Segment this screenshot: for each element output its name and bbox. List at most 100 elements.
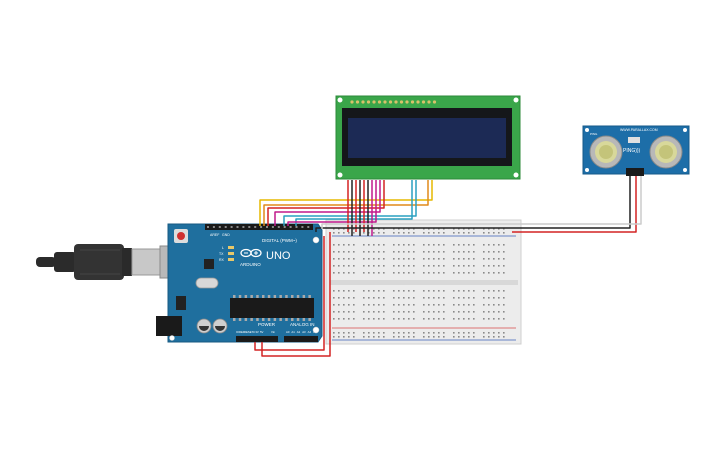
chip-pin (308, 318, 311, 321)
breadboard-hole (473, 232, 475, 234)
breadboard-hole (458, 228, 460, 230)
breadboard-hole (353, 251, 355, 253)
breadboard-hole (383, 290, 385, 292)
wire-cyan-2 (295, 180, 413, 226)
breadboard-hole (353, 228, 355, 230)
lcd-pin (383, 100, 387, 104)
model-label: UNO (266, 250, 291, 262)
breadboard-hole (503, 311, 505, 313)
breadboard-hole (343, 272, 345, 274)
wire-red-d (267, 180, 385, 226)
breadboard-hole (373, 228, 375, 230)
breadboard-hole (428, 228, 430, 230)
breadboard-hole (453, 258, 455, 260)
breadboard-hole (468, 265, 470, 267)
breadboard-hole (383, 272, 385, 274)
rx-label: RX (219, 258, 225, 262)
breadboard-hole (443, 297, 445, 299)
breadboard-hole (373, 244, 375, 246)
breadboard-hole (403, 336, 405, 338)
chip-pin (262, 318, 265, 321)
breadboard-hole (348, 244, 350, 246)
breadboard-hole (498, 265, 500, 267)
breadboard-hole (413, 258, 415, 260)
lcd-pin (399, 100, 404, 104)
breadboard-hole (403, 311, 405, 313)
breadboard-hole (493, 232, 495, 234)
breadboard-hole (453, 304, 455, 306)
breadboard-hole (368, 304, 370, 306)
chip-pin (279, 295, 282, 298)
breadboard-hole (483, 297, 485, 299)
header-pin (289, 226, 292, 228)
breadboard-hole (333, 251, 335, 253)
vin-label: Vin (271, 330, 275, 334)
breadboard-hole (398, 272, 400, 274)
breadboard-hole (368, 318, 370, 320)
breadboard-hole (453, 297, 455, 299)
breadboard-hole (468, 304, 470, 306)
breadboard-hole (343, 336, 345, 338)
lcd-pin (421, 100, 426, 104)
chip-pin (285, 318, 288, 321)
breadboard-hole (423, 297, 425, 299)
chip-pin (256, 295, 259, 298)
breadboard-hole (413, 265, 415, 267)
breadboard-hole (463, 304, 465, 306)
breadboard-hole (433, 304, 435, 306)
breadboard-hole (498, 311, 500, 313)
lcd-pin (394, 100, 398, 104)
breadboard-hole (348, 251, 350, 253)
breadboard-hole (443, 318, 445, 320)
breadboard-hole (413, 297, 415, 299)
breadboard-hole (393, 228, 395, 230)
breadboard-hole (438, 332, 440, 334)
chip-pin (302, 295, 306, 298)
breadboard-hole (433, 332, 435, 334)
lcd-pin (372, 100, 376, 104)
chip-pin (302, 318, 306, 321)
breadboard-hole (453, 311, 455, 313)
breadboard-hole (423, 251, 425, 253)
breadboard-hole (463, 311, 465, 313)
chip-pin (291, 318, 294, 321)
header-pin (254, 226, 257, 228)
breadboard-hole (378, 311, 380, 313)
breadboard-hole (398, 258, 400, 260)
breadboard-hole (393, 265, 395, 267)
breadboard-hole (428, 232, 430, 234)
breadboard-hole (393, 297, 395, 299)
breadboard-hole (463, 228, 465, 230)
header-pin (301, 226, 304, 228)
chip-pin (285, 295, 288, 298)
usb-cable-collar (122, 248, 132, 276)
sensor-name: PING))) (623, 148, 641, 154)
breadboard-hole (463, 258, 465, 260)
breadboard-hole (503, 251, 505, 253)
header-pin (248, 226, 251, 228)
ioref-label: IOREF (236, 330, 245, 334)
breadboard-hole (488, 336, 490, 338)
breadboard-hole (503, 244, 505, 246)
breadboard-hole (453, 290, 455, 292)
breadboard-hole (488, 297, 490, 299)
breadboard-hole (363, 290, 365, 292)
breadboard-hole (348, 228, 350, 230)
breadboard-hole (483, 318, 485, 320)
breadboard-hole (378, 290, 380, 292)
breadboard-hole (493, 244, 495, 246)
breadboard-hole (498, 318, 500, 320)
breadboard-hole (453, 272, 455, 274)
breadboard-hole (403, 304, 405, 306)
breadboard-hole (403, 244, 405, 246)
breadboard-hole (473, 311, 475, 313)
breadboard-hole (498, 336, 500, 338)
breadboard-hole (393, 332, 395, 334)
breadboard-hole (403, 251, 405, 253)
breadboard-hole (383, 304, 385, 306)
breadboard-hole (353, 318, 355, 320)
breadboard-hole (398, 318, 400, 320)
breadboard-hole (423, 332, 425, 334)
breadboard-hole (453, 332, 455, 334)
breadboard-hole (423, 304, 425, 306)
